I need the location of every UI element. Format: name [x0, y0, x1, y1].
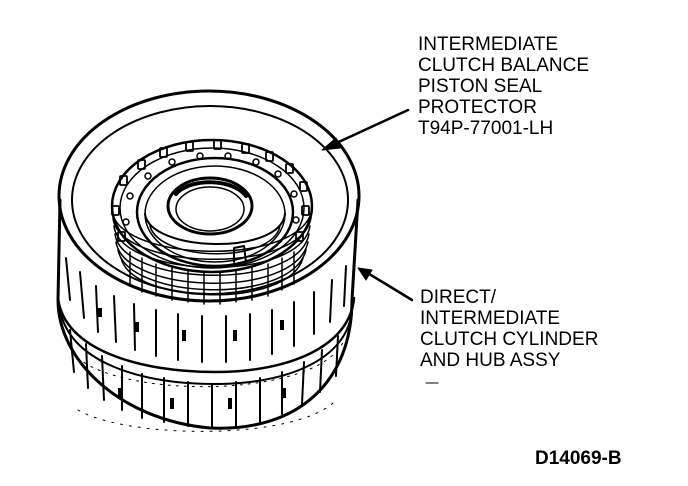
label-cylinder-assembly: DIRECT/ INTERMEDIATE CLUTCH CYLINDER AND…	[420, 287, 598, 371]
label-cylinder-line: DIRECT/	[420, 287, 496, 308]
lower-ring-slots	[118, 388, 286, 409]
label-cylinder-line: AND HUB ASSY	[420, 350, 561, 371]
label-seal-protector: INTERMEDIATE CLUTCH BALANCE PISTON SEAL …	[418, 34, 589, 139]
protector-bore	[166, 176, 254, 236]
leader-seal-protector	[328, 108, 410, 148]
label-seal-line: PISTON SEAL	[418, 76, 543, 97]
label-cylinder-line: INTERMEDIATE	[420, 308, 561, 329]
leader-lines	[321, 108, 414, 302]
label-seal-line: T94P-77001-LH	[418, 118, 554, 139]
outer-drum	[56, 89, 361, 432]
drum-rim-outer	[57, 89, 361, 303]
upper-ring-slots	[98, 308, 284, 341]
clutch-pack	[110, 138, 314, 305]
pack-rim-tabs	[111, 139, 310, 242]
label-seal-line: PROTECTOR	[418, 97, 537, 118]
label-seal-line: CLUTCH BALANCE	[418, 55, 590, 76]
figure-id: D14069-B	[535, 448, 622, 469]
upper-spline-ribs	[65, 257, 347, 363]
seal-protector	[135, 156, 295, 268]
label-cylinder-line: CLUTCH CYLINDER	[420, 329, 599, 350]
lower-spline-ribs	[69, 329, 339, 429]
clutch-plates	[111, 209, 313, 296]
leader-cylinder-arrowhead	[357, 267, 373, 281]
leader-cylinder	[364, 270, 414, 302]
label-seal-line: INTERMEDIATE	[418, 34, 559, 55]
leader-seal-arrowhead	[321, 137, 341, 151]
plate-teeth	[129, 251, 295, 305]
protector-outer-lip	[135, 156, 295, 268]
